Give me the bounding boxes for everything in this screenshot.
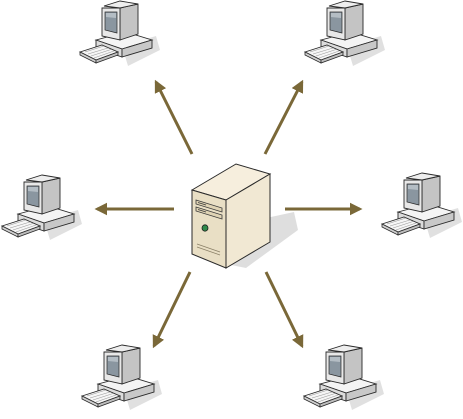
arrow-down-right — [264, 271, 304, 349]
arrow-up-right — [263, 79, 304, 155]
server-tower-icon — [190, 163, 298, 269]
desktop-computer-icon — [79, 0, 161, 67]
desktop-computer-icon — [303, 344, 385, 411]
client-bottom-left — [81, 344, 163, 411]
client-bottom-right — [303, 344, 385, 411]
client-top-right — [304, 0, 386, 67]
client-top-left — [79, 0, 161, 67]
connection-arrows — [94, 79, 363, 349]
desktop-computer-icon — [304, 0, 386, 67]
client-middle-right — [381, 172, 463, 239]
client-middle-left — [1, 174, 83, 241]
desktop-computer-icon — [1, 174, 83, 241]
arrow-up-left — [154, 79, 194, 155]
desktop-computer-icon — [381, 172, 463, 239]
arrow-down-left — [152, 271, 192, 349]
desktop-computer-icon — [81, 344, 163, 411]
